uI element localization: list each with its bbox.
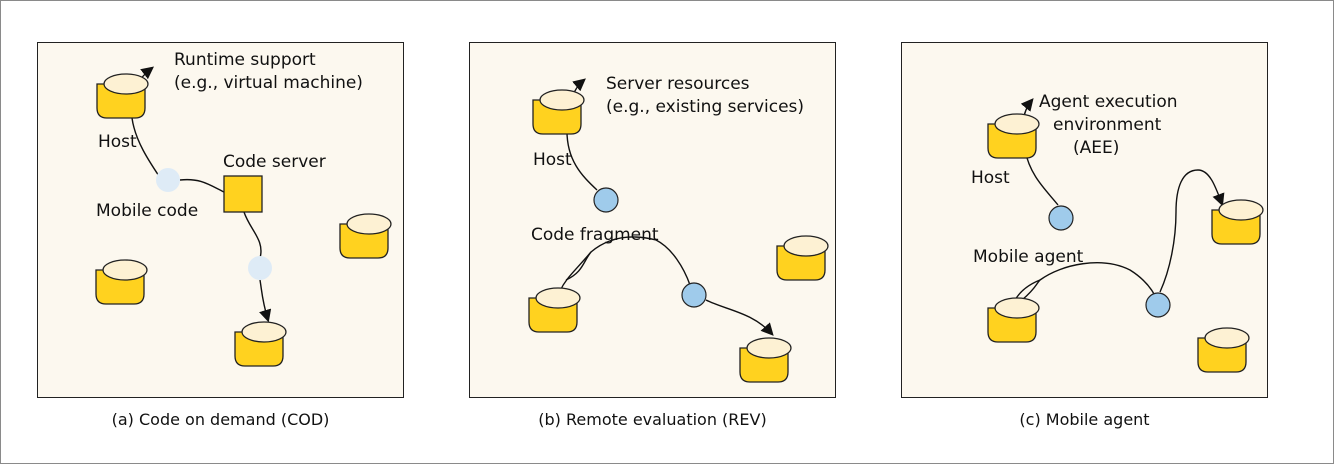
host-label-a: Host [98, 132, 137, 152]
runtime-label-2: (e.g., virtual machine) [174, 73, 363, 93]
connector-code-to-server [179, 178, 225, 193]
runtime-label-1: Runtime support [174, 50, 316, 70]
mobile-code-label: Mobile code [96, 201, 198, 221]
host-b-bottom [739, 337, 792, 383]
host-b-right [776, 235, 829, 281]
panel-a-drawing: Runtime support (e.g., virtual machine) … [95, 50, 392, 367]
code-fragment-label: Code fragment [531, 225, 659, 245]
agent-circle-1 [1048, 205, 1074, 231]
fragment-circle-1 [593, 187, 619, 213]
panel-c-drawing: Agent execution environment (AEE) Host M… [971, 92, 1264, 373]
connector-server-to-code2 [243, 211, 262, 259]
panel-b-drawing: Server resources (e.g., existing service… [528, 74, 829, 383]
caption-mobile-agent: (c) Mobile agent [1019, 410, 1150, 429]
host-b-top [532, 89, 585, 135]
code-server-box [223, 175, 263, 213]
fragment-circle-2 [681, 282, 707, 308]
connector-fragment-left [559, 251, 592, 292]
server-resources-label-1: Server resources [606, 74, 750, 94]
host-b-left [528, 287, 581, 333]
connector-circle-to-host [705, 299, 774, 336]
agent-circle-2 [1145, 292, 1171, 318]
mobile-code-circle-1 [156, 168, 180, 192]
connector-fragment-arc [565, 236, 691, 286]
caption-remote-evaluation: (b) Remote evaluation (REV) [538, 410, 767, 429]
host-label-b: Host [533, 150, 572, 170]
host-a-bottom [234, 321, 287, 367]
code-server-label: Code server [223, 152, 326, 172]
caption-code-on-demand: (a) Code on demand (COD) [111, 410, 330, 429]
aee-label-1: Agent execution [1039, 92, 1178, 112]
host-a-left [95, 259, 148, 305]
host-c-bottom [1197, 327, 1250, 373]
host-c-right [1211, 199, 1264, 245]
connector-code2-to-host [259, 279, 272, 323]
host-a-top [96, 73, 149, 119]
connector-agent-arc [1021, 262, 1159, 303]
host-a-right [339, 213, 392, 259]
aee-label-2: environment [1053, 115, 1162, 135]
mobile-agent-label: Mobile agent [973, 247, 1084, 267]
server-resources-label-2: (e.g., existing services) [606, 97, 804, 117]
aee-label-3: (AEE) [1073, 138, 1119, 158]
connector-circle-to-host-c [1159, 169, 1225, 293]
mobile-code-circle-2 [248, 256, 272, 280]
host-c-left [987, 297, 1040, 343]
host-c-top [987, 113, 1040, 159]
host-label-c: Host [971, 168, 1010, 188]
